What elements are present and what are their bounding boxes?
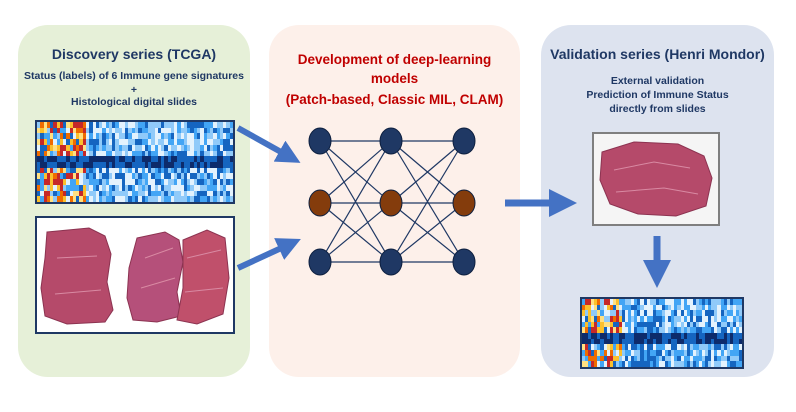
network-edge <box>390 140 465 263</box>
validation-slide-box <box>592 132 720 226</box>
validation-subtitle-prediction: Prediction of Immune Status <box>586 89 729 101</box>
validation-subtitle-slides: directly from slides <box>609 103 706 115</box>
discovery-heatmap <box>35 120 235 204</box>
network-node-l3-n2 <box>452 189 476 217</box>
discovery-subtitle-labels: Status (labels) of 6 Immune gene signatu… <box>24 70 244 82</box>
network-node-l1-n2 <box>308 189 332 217</box>
network-node-l2-n1 <box>379 127 403 155</box>
arrow-heatmap-to-model <box>236 125 301 163</box>
network-node-l1-n1 <box>308 127 332 155</box>
arrow-slides-to-model <box>236 238 301 271</box>
network-node-l2-n2 <box>379 189 403 217</box>
network-node-l3-n1 <box>452 127 476 155</box>
network-edge <box>390 140 465 204</box>
development-title-line3: (Patch-based, Classic MIL, CLAM) <box>285 92 504 107</box>
validation-heatmap <box>580 297 744 369</box>
tissue-slide-validation <box>599 141 713 217</box>
development-title-line1: Development of deep-learning <box>297 52 492 67</box>
network-node-l3-n3 <box>452 248 476 276</box>
validation-slide-image <box>599 141 713 217</box>
network-edge <box>319 140 392 263</box>
network-node-l1-n3 <box>308 248 332 276</box>
network-edge <box>319 140 392 204</box>
discovery-subtitle-slides: Histological digital slides <box>70 96 198 108</box>
network-edge <box>390 202 465 263</box>
network-edge <box>319 202 392 263</box>
neural-network-diagram <box>308 127 476 276</box>
tissue-slide-right <box>176 229 230 325</box>
discovery-plus: + <box>130 84 138 96</box>
discovery-slides-box <box>35 216 235 334</box>
histology-slides-image <box>40 227 230 325</box>
tissue-slide-left <box>40 227 114 325</box>
development-title-line2: models <box>370 71 419 86</box>
network-node-l2-n3 <box>379 248 403 276</box>
validation-subtitle-external: External validation <box>610 75 705 87</box>
validation-title: Validation series (Henri Mondor) <box>550 46 765 62</box>
discovery-title: Discovery series (TCGA) <box>51 46 217 62</box>
